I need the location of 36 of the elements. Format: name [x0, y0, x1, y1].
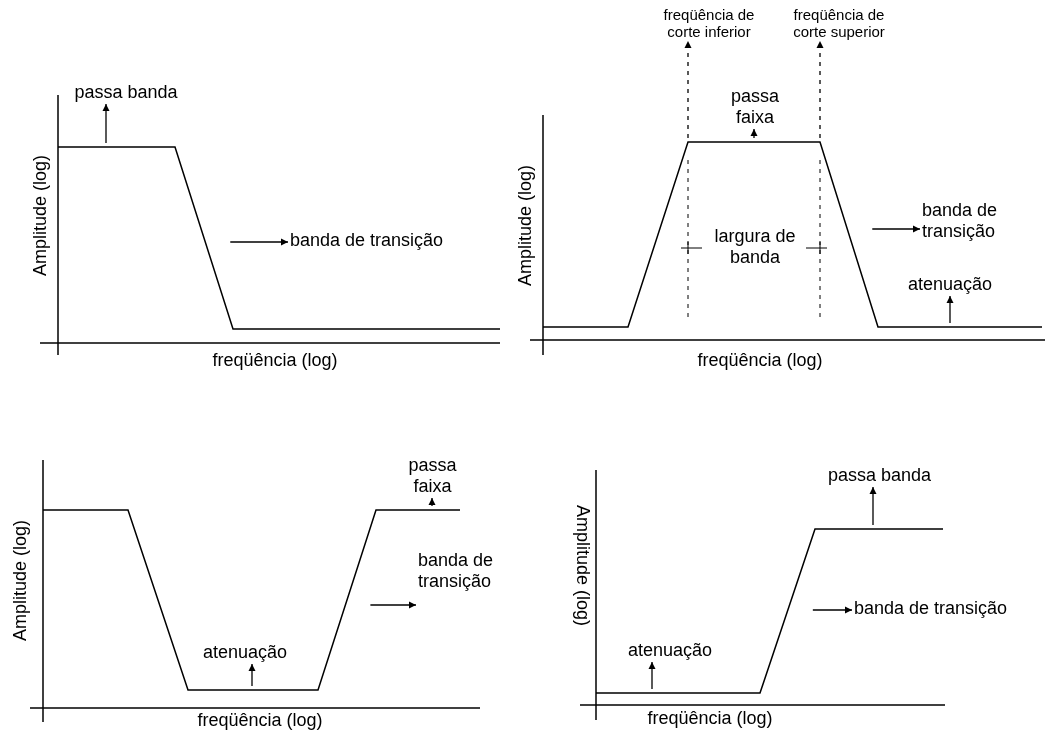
- annotation-label: banda de transição: [854, 598, 1054, 619]
- axis-label: freqüência (log): [696, 350, 824, 371]
- response-curve: [57, 146, 501, 330]
- arrow: [750, 128, 758, 139]
- annotation-label: passa faixa: [715, 86, 795, 128]
- response-curve: [542, 141, 1043, 328]
- annotation-label: banda de transição: [418, 550, 548, 592]
- arrow: [428, 497, 436, 507]
- axis-label: Amplitude (log): [9, 518, 31, 644]
- annotation-label: freqüência de corte inferior: [655, 6, 763, 40]
- axis-label: Amplitude (log): [29, 153, 51, 279]
- arrow: [648, 661, 656, 690]
- annotation-label: passa faixa: [395, 455, 470, 497]
- annotation-label: atenuação: [600, 640, 740, 661]
- annotation-label: atenuação: [900, 274, 1000, 295]
- arrow: [871, 225, 921, 233]
- dashed-arrow: [684, 40, 692, 139]
- axis-label: Amplitude (log): [514, 163, 536, 289]
- dashed-arrow: [816, 40, 824, 139]
- annotation-label: freqüência de corte superior: [785, 6, 893, 40]
- annotation-label: passa banda: [812, 465, 947, 486]
- annotation-label: atenuação: [180, 642, 310, 663]
- arrow: [369, 601, 417, 609]
- axis-label: freqüência (log): [646, 708, 774, 729]
- annotation-label: passa banda: [66, 82, 186, 103]
- axis-label: Amplitude (log): [571, 503, 593, 629]
- arrow: [946, 295, 954, 324]
- arrow: [229, 238, 289, 246]
- axis-label: freqüência (log): [211, 350, 339, 371]
- arrow: [869, 486, 877, 526]
- axis-label: freqüência (log): [196, 710, 324, 731]
- annotation-label: banda de transição: [290, 230, 500, 251]
- arrow: [812, 606, 853, 614]
- arrow: [248, 663, 256, 687]
- annotation-label: banda de transição: [922, 200, 1032, 242]
- arrow: [102, 103, 110, 144]
